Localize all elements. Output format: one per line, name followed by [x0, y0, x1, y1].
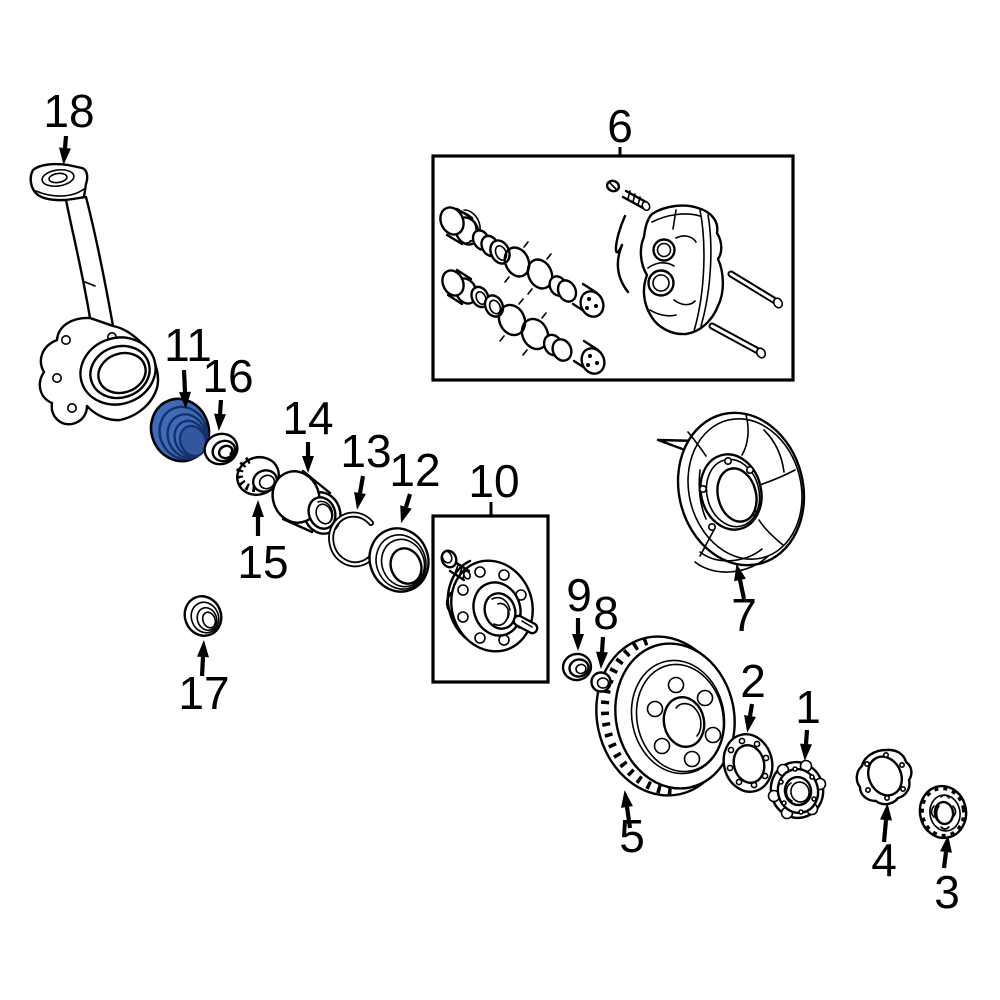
part-18-steering-knuckle: [29, 162, 160, 426]
callout-6: 6: [607, 100, 633, 156]
part-6-box-frame: [431, 154, 795, 382]
callout-5: 5: [619, 790, 645, 862]
callout-15-label: 15: [237, 536, 288, 588]
part-9-cap: [561, 652, 593, 682]
part-1-drive-flange: [767, 759, 827, 820]
callout-9: 9: [566, 569, 592, 651]
callout-6-label: 6: [607, 100, 633, 152]
caliper-body: [639, 204, 725, 336]
part-6-caliper-kit-box: [431, 154, 795, 382]
caliper-guide-pins: [708, 270, 784, 359]
caliper-bleeder-screw: [605, 179, 651, 294]
callout-10-label: 10: [468, 455, 519, 507]
callouts: 18 11 16 15 14 13 12 10: [43, 85, 959, 918]
part-14-bearing-cup: [271, 469, 342, 535]
caliper-piston-kit-row-upper: [439, 206, 605, 318]
callout-5-label: 5: [619, 810, 645, 862]
callout-16-label: 16: [202, 350, 253, 402]
part-8-plug: [590, 671, 612, 693]
callout-4-label: 4: [871, 834, 897, 886]
callout-11: 11: [164, 319, 212, 409]
callout-18-label: 18: [43, 85, 94, 137]
part-12-oil-seal: [368, 527, 430, 593]
callout-13: 13: [340, 425, 392, 510]
callout-14: 14: [282, 392, 334, 473]
callout-8-label: 8: [593, 587, 619, 639]
callout-1: 1: [795, 681, 821, 761]
callout-2: 2: [740, 655, 766, 733]
callout-11-label: 11: [164, 319, 212, 371]
callout-12-label: 12: [389, 444, 440, 496]
hub-stud-right: [512, 614, 539, 635]
part-7-splash-shield: [656, 411, 806, 573]
callout-13-label: 13: [340, 425, 391, 477]
callout-3-label: 3: [934, 866, 960, 918]
callout-10: 10: [468, 455, 520, 516]
part-5-brake-rotor: [595, 635, 736, 797]
hub-stud-bolt: [440, 549, 472, 582]
callout-17: 17: [178, 640, 230, 719]
callout-8: 8: [593, 587, 619, 669]
part-11-highlighted-grease-cap: [149, 397, 211, 463]
caliper-clip-wire: [614, 214, 630, 294]
callout-4: 4: [871, 803, 897, 886]
part-4-gasket: [855, 748, 913, 806]
wheel-hub: [440, 549, 539, 653]
part-3-lock-nut: [918, 784, 968, 840]
part-16-bearing-race: [203, 432, 239, 466]
part-10-hub-box: [431, 514, 550, 684]
callout-3: 3: [934, 835, 960, 918]
part-17-seal: [183, 595, 223, 637]
part-2-gasket-ring: [722, 733, 774, 793]
callout-1-label: 1: [795, 681, 821, 733]
callout-15: 15: [237, 500, 289, 588]
callout-16: 16: [202, 350, 254, 431]
callout-12: 12: [389, 444, 441, 524]
part-15-roller-bearing: [235, 455, 280, 497]
callout-9-label: 9: [566, 569, 592, 621]
callout-2-label: 2: [740, 655, 766, 707]
caliper-piston-kit-row-lower: [441, 268, 606, 375]
callout-7: 7: [731, 563, 757, 641]
callout-18: 18: [43, 85, 95, 165]
callout-14-label: 14: [282, 392, 333, 444]
